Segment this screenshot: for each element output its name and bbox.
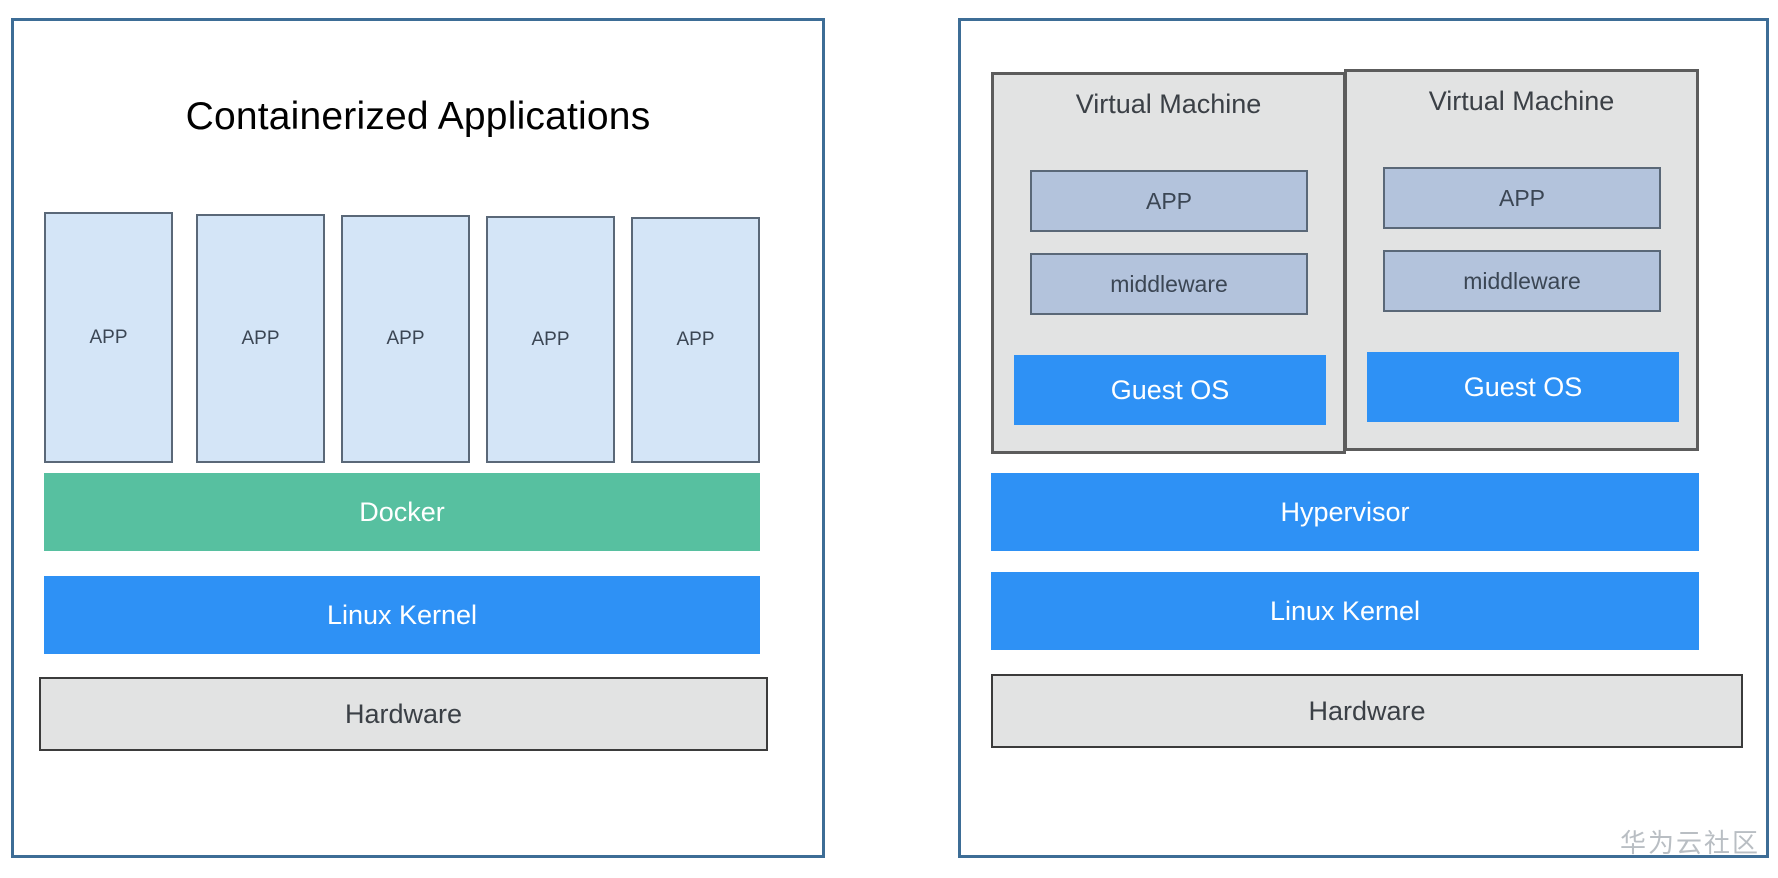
virtual-machine-title: Virtual Machine bbox=[1428, 86, 1615, 116]
vm-app-box: APP bbox=[1030, 170, 1308, 232]
vm-middleware-label: middleware bbox=[1463, 267, 1581, 294]
container-architecture-panel: Containerized Applications APP APP APP A… bbox=[11, 18, 825, 858]
layer-linux-kernel: Linux Kernel bbox=[991, 572, 1699, 650]
layer-linux-kernel-label: Linux Kernel bbox=[326, 599, 478, 630]
app-column-label: APP bbox=[531, 328, 570, 350]
layer-hardware-label: Hardware bbox=[1308, 695, 1426, 726]
virtual-machine-title: Virtual Machine bbox=[1075, 89, 1262, 119]
vm-middleware-label: middleware bbox=[1110, 270, 1228, 297]
virtual-machine-2: Virtual Machine APP middleware Guest OS bbox=[1344, 69, 1699, 451]
layer-docker-label: Docker bbox=[359, 496, 445, 527]
layer-hardware-label: Hardware bbox=[344, 698, 463, 729]
virtual-machine-1: Virtual Machine APP middleware Guest OS bbox=[991, 72, 1346, 454]
vm-middleware-box: middleware bbox=[1383, 250, 1661, 312]
vm-app-label: APP bbox=[1498, 184, 1546, 211]
vm-app-box: APP bbox=[1383, 167, 1661, 229]
app-column-label: APP bbox=[386, 328, 425, 349]
app-column-3: APP bbox=[341, 215, 470, 463]
app-column-label: APP bbox=[241, 327, 280, 349]
vm-app-label: APP bbox=[1145, 187, 1193, 214]
app-column-2: APP bbox=[196, 214, 325, 463]
vm-guest-os-box: Guest OS bbox=[1014, 355, 1326, 425]
layer-docker: Docker bbox=[44, 473, 760, 551]
app-column-1: APP bbox=[44, 212, 173, 463]
app-column-4: APP bbox=[486, 216, 615, 463]
page-title: Containerized Applications bbox=[185, 95, 651, 138]
layer-hypervisor: Hypervisor bbox=[991, 473, 1699, 551]
watermark: 华为云社区 bbox=[1619, 829, 1760, 859]
layer-hardware: Hardware bbox=[39, 677, 768, 751]
virtual-machine-architecture-panel: Virtual Machine APP middleware Guest OS … bbox=[958, 18, 1769, 858]
app-column-label: APP bbox=[89, 326, 128, 348]
vm-guest-os-label: Guest OS bbox=[1463, 371, 1583, 402]
vm-guest-os-box: Guest OS bbox=[1367, 352, 1679, 422]
layer-linux-kernel: Linux Kernel bbox=[44, 576, 760, 654]
app-column-5: APP bbox=[631, 217, 760, 463]
layer-linux-kernel-label: Linux Kernel bbox=[1269, 595, 1421, 626]
layer-hardware: Hardware bbox=[991, 674, 1743, 748]
vm-guest-os-label: Guest OS bbox=[1110, 374, 1230, 405]
layer-hypervisor-label: Hypervisor bbox=[1280, 496, 1410, 527]
vm-middleware-box: middleware bbox=[1030, 253, 1308, 315]
app-column-label: APP bbox=[676, 329, 715, 350]
